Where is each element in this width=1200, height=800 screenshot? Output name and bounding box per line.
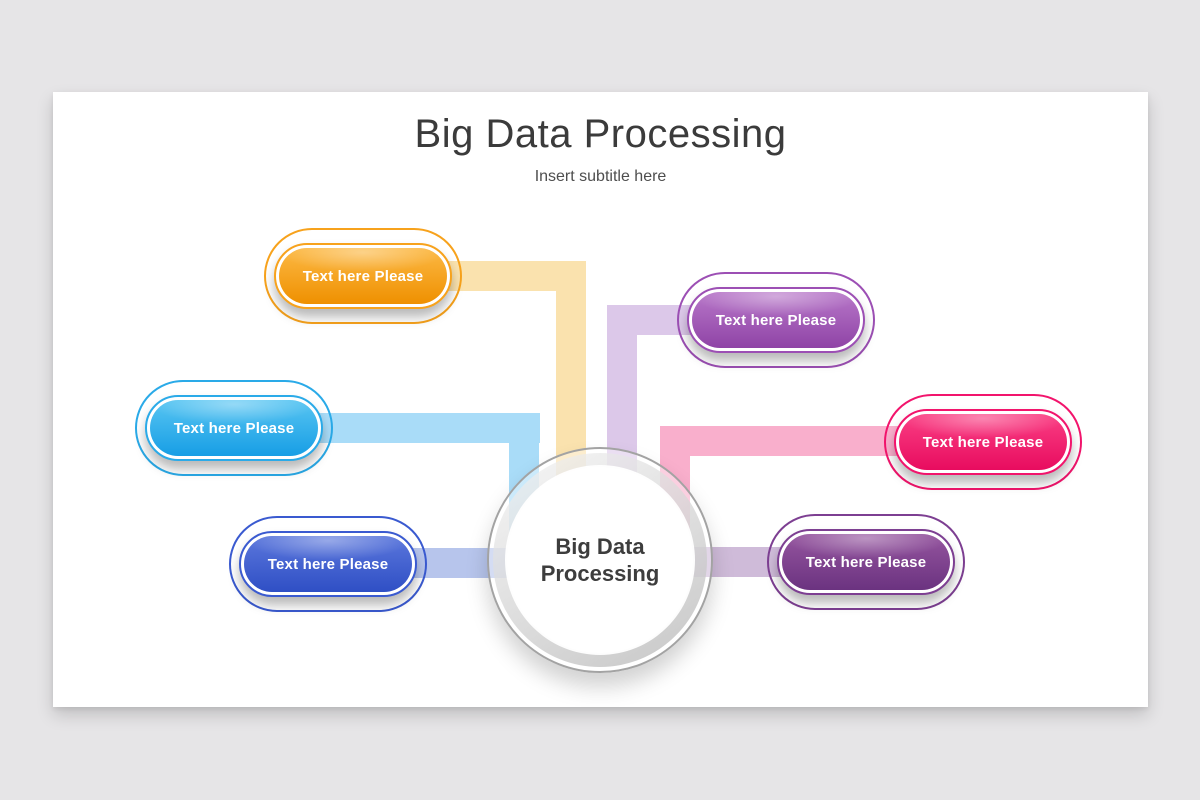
page-subtitle: Insert subtitle here	[534, 168, 667, 185]
center-title-line1: Big Data	[555, 534, 645, 559]
node-outer-ring: Text here Please	[677, 272, 875, 368]
node-bottom-left[interactable]: Text here Please	[229, 516, 427, 612]
center-circle[interactable]: Big Data Processing	[487, 447, 713, 673]
node-inner-ring: Text here Please	[894, 409, 1072, 475]
node-pill[interactable]: Text here Please	[150, 400, 318, 456]
node-middle-right[interactable]: Text here Please	[884, 394, 1082, 490]
node-pill[interactable]: Text here Please	[899, 414, 1067, 470]
slide-header: Big Data Processing Insert subtitle here	[53, 112, 1148, 186]
node-inner-ring: Text here Please	[145, 395, 323, 461]
node-pill[interactable]: Text here Please	[692, 292, 860, 348]
node-outer-ring: Text here Please	[884, 394, 1082, 490]
center-title-line2: Processing	[540, 561, 660, 586]
node-label[interactable]: Text here Please	[173, 419, 295, 437]
node-inner-ring: Text here Please	[687, 287, 865, 353]
node-outer-ring: Text here Please	[767, 514, 965, 610]
node-outer-ring: Text here Please	[229, 516, 427, 612]
connector-middle-right-horizontal	[660, 426, 910, 456]
node-label[interactable]: Text here Please	[805, 553, 927, 571]
node-pill[interactable]: Text here Please	[279, 248, 447, 304]
node-outer-ring: Text here Please	[135, 380, 333, 476]
node-top-right[interactable]: Text here Please	[677, 272, 875, 368]
connector-middle-left-horizontal	[310, 413, 540, 443]
node-inner-ring: Text here Please	[239, 531, 417, 597]
node-label[interactable]: Text here Please	[302, 267, 424, 285]
node-pill[interactable]: Text here Please	[782, 534, 950, 590]
node-inner-ring: Text here Please	[274, 243, 452, 309]
node-pill[interactable]: Text here Please	[244, 536, 412, 592]
node-label[interactable]: Text here Please	[715, 311, 837, 329]
node-inner-ring: Text here Please	[777, 529, 955, 595]
node-middle-left[interactable]: Text here Please	[135, 380, 333, 476]
page-title: Big Data Processing	[414, 112, 787, 156]
node-top-left[interactable]: Text here Please	[264, 228, 462, 324]
node-outer-ring: Text here Please	[264, 228, 462, 324]
node-label[interactable]: Text here Please	[267, 555, 389, 573]
node-label[interactable]: Text here Please	[922, 433, 1044, 451]
center-circle-ring: Big Data Processing	[493, 453, 707, 667]
node-bottom-right[interactable]: Text here Please	[767, 514, 965, 610]
center-circle-inner: Big Data Processing	[507, 467, 693, 653]
